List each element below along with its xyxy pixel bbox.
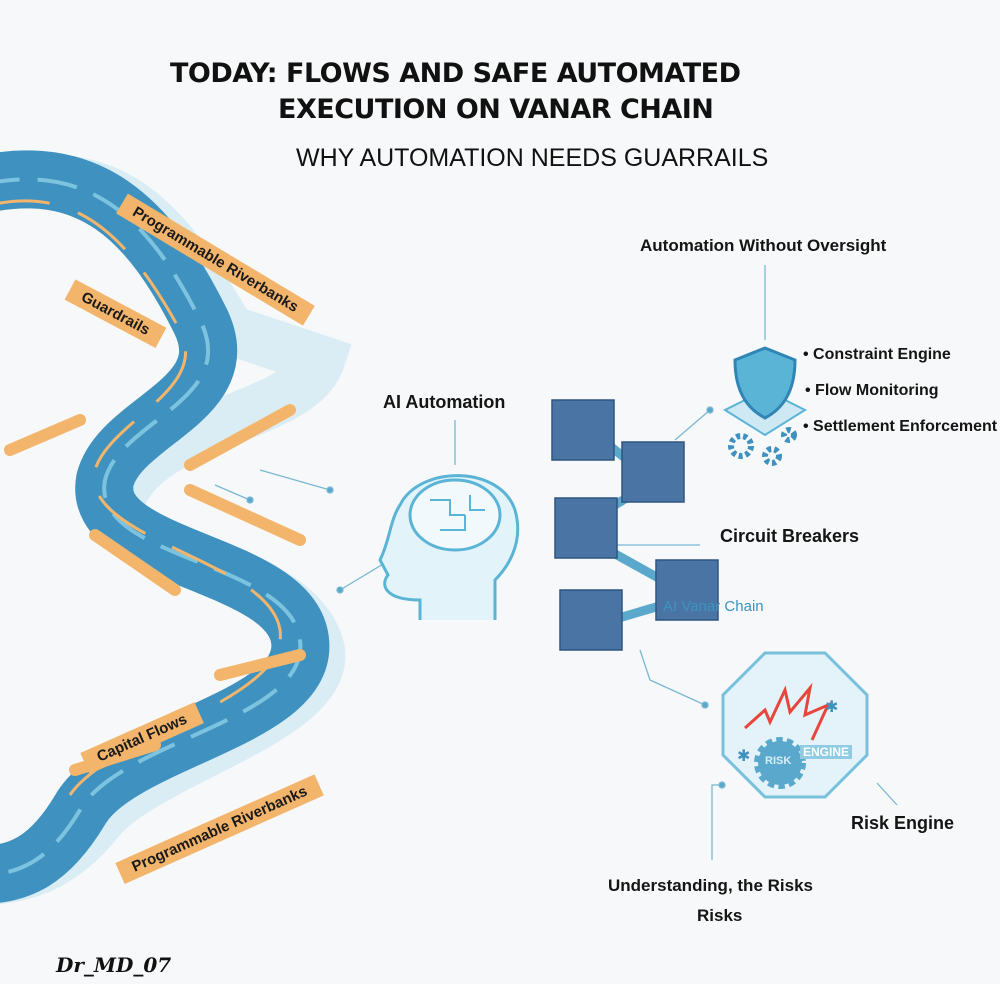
ai-automation-label: AI Automation <box>383 392 506 412</box>
ai-vanar-chain-label: AI Vanar Chain <box>663 598 764 615</box>
risk-badge-text-1: RISK <box>765 755 792 767</box>
river-lane <box>0 177 303 876</box>
shield-icon <box>722 346 808 437</box>
sparkle-icon: ✱ <box>737 748 750 765</box>
explosion-icon <box>743 682 831 741</box>
risk-engine-octagon: ✱ ✱ <box>721 651 869 799</box>
bullet-constraint-engine: • Constraint Engine <box>803 346 951 363</box>
gears-icon <box>728 427 797 466</box>
circuit-breakers-label: Circuit Breakers <box>720 526 860 546</box>
river-circuit <box>0 199 282 796</box>
understanding-risks-line-2: Risks <box>697 906 743 925</box>
title-line-2: EXECUTION ON VANAR CHAIN <box>278 94 714 125</box>
blockchain-cubes <box>551 399 719 651</box>
oversight-label: Automation Without Oversight <box>640 236 887 255</box>
bullet-flow-monitoring: • Flow Monitoring <box>805 382 939 399</box>
title-line-1: TODAY: FLOWS AND SAFE AUTOMATED <box>170 58 741 89</box>
ai-head-icon <box>378 474 520 620</box>
risk-badge-text-2: ENGINE <box>800 745 853 759</box>
bullet-settlement-enforcement: • Settlement Enforcement <box>803 418 998 435</box>
understanding-risks-line-1: Understanding, the Risks <box>608 876 813 895</box>
risk-engine-label: Risk Engine <box>851 813 955 833</box>
riverbanks <box>4 404 306 776</box>
signature: Dr_MD_07 <box>56 953 172 977</box>
sparkle-icon: ✱ <box>825 699 838 716</box>
subtitle: WHY AUTOMATION NEEDS GUARRAILS <box>296 144 769 172</box>
